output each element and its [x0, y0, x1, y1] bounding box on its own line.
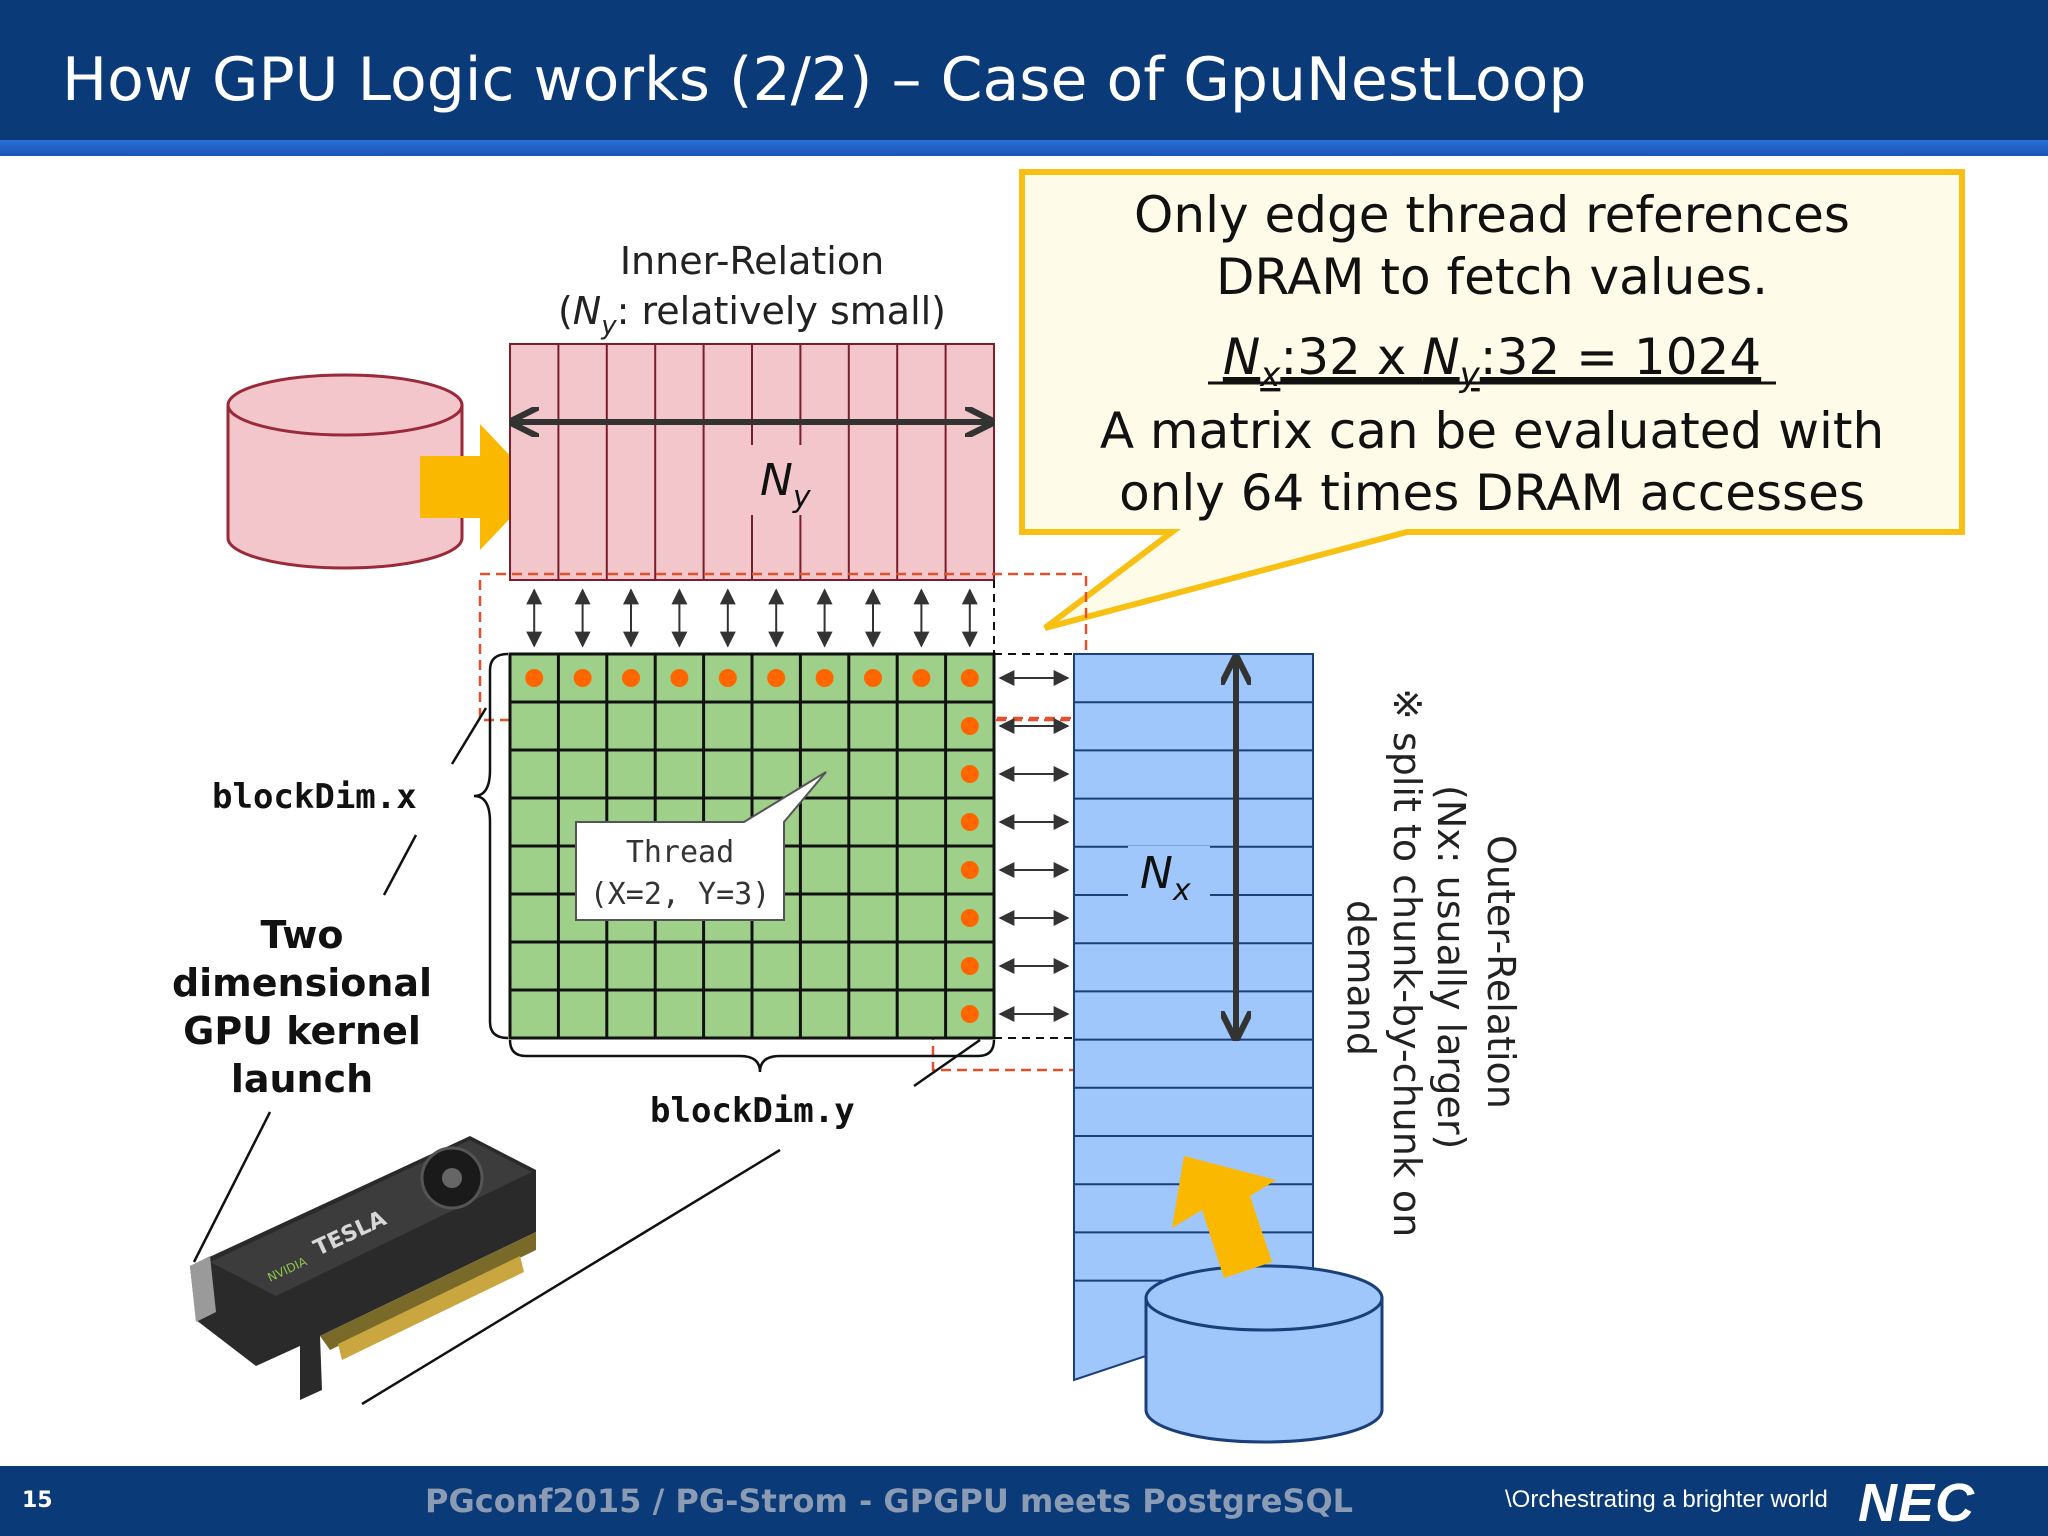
edge-thread-dot	[960, 765, 979, 783]
kernel-label-line-4: launch	[231, 1057, 373, 1101]
inner-to-grid-arrows	[526, 588, 978, 648]
thread-callout: Thread (X=2, Y=3)	[575, 771, 827, 921]
callout-line-3: A matrix can be evaluated with	[1100, 402, 1884, 460]
thread-coordinates: (X=2, Y=3)	[590, 877, 771, 912]
edge-thread-dot	[960, 813, 979, 831]
nec-logo: NEC	[1858, 1473, 1976, 1533]
load-arrow-up	[1172, 1156, 1276, 1278]
callout-line-1: Only edge thread references	[1134, 186, 1850, 244]
edge-thread-dot	[912, 669, 931, 687]
edge-thread-dot	[573, 669, 592, 687]
inner-database-icon	[226, 373, 464, 570]
callout-box: Only edge thread references DRAM to fetc…	[1019, 169, 1965, 631]
edge-thread-dot	[960, 669, 979, 687]
edge-thread-dot	[815, 669, 834, 687]
edge-thread-dot	[960, 909, 979, 927]
slide-title: How GPU Logic works (2/2) – Case of GpuN…	[62, 45, 1587, 115]
blockdim-y-brace	[508, 1039, 996, 1073]
callout-line-4: only 64 times DRAM accesses	[1119, 464, 1865, 522]
diagram: Only edge thread references DRAM to fetc…	[172, 169, 1965, 1444]
header-stripe	[0, 140, 2048, 156]
edge-thread-dot	[864, 669, 882, 687]
edge-thread-dot	[525, 669, 544, 687]
kernel-label-line-2: dimensional	[172, 961, 432, 1005]
outer-relation-note-line-2: demand	[1339, 900, 1383, 1056]
edge-thread-dot	[960, 957, 979, 975]
footer-text: PGconf2015 / PG-Strom - GPGPU meets Post…	[425, 1482, 1354, 1520]
edge-thread-dot	[960, 1005, 979, 1023]
kernel-label-line-3: GPU kernel	[183, 1009, 421, 1053]
header-bar	[0, 0, 2048, 140]
gpu-card-image: TESLA NVIDIA	[190, 1136, 536, 1400]
inner-relation-label: Inner-Relation	[620, 239, 884, 283]
edge-thread-dot	[767, 669, 786, 687]
blockdim-x-label: blockDim.x	[212, 777, 417, 817]
edge-thread-dot	[960, 717, 979, 735]
kernel-label-line-1: Two	[261, 913, 344, 957]
edge-thread-dot	[960, 861, 979, 879]
edge-thread-dot	[622, 669, 640, 687]
outer-relation-note-line-1: ※ split to chunk-by-chunk on	[1385, 688, 1429, 1237]
blockdim-x-brace	[473, 652, 509, 1040]
footer-bar: 15 PGconf2015 / PG-Strom - GPGPU meets P…	[0, 1466, 2048, 1536]
page-number: 15	[22, 1488, 53, 1513]
outer-relation-sublabel: (Nx: usually larger)	[1429, 785, 1473, 1149]
blockdim-y-label: blockDim.y	[650, 1091, 855, 1131]
edge-thread-dot	[718, 669, 737, 687]
outer-database-icon	[1144, 1264, 1384, 1444]
callout-line-2: DRAM to fetch values.	[1216, 248, 1768, 306]
edge-row-region	[478, 572, 1088, 722]
grid-to-outer-arrows	[998, 670, 1070, 1022]
edge-thread-dot	[670, 669, 689, 687]
outer-relation-table	[1073, 653, 1314, 1382]
thread-label: Thread	[626, 835, 734, 870]
inner-relation-sublabel: (Ny: relatively small)	[558, 289, 946, 341]
outer-relation-label: Outer-Relation	[1479, 835, 1523, 1109]
callout-formula: Nx:32 x Ny:32 = 1024	[1223, 328, 1761, 395]
outer-relation-labels: Outer-Relation (Nx: usually larger) ※ sp…	[1339, 688, 1523, 1237]
brand-tagline: \Orchestrating a brighter world	[1505, 1486, 1828, 1513]
